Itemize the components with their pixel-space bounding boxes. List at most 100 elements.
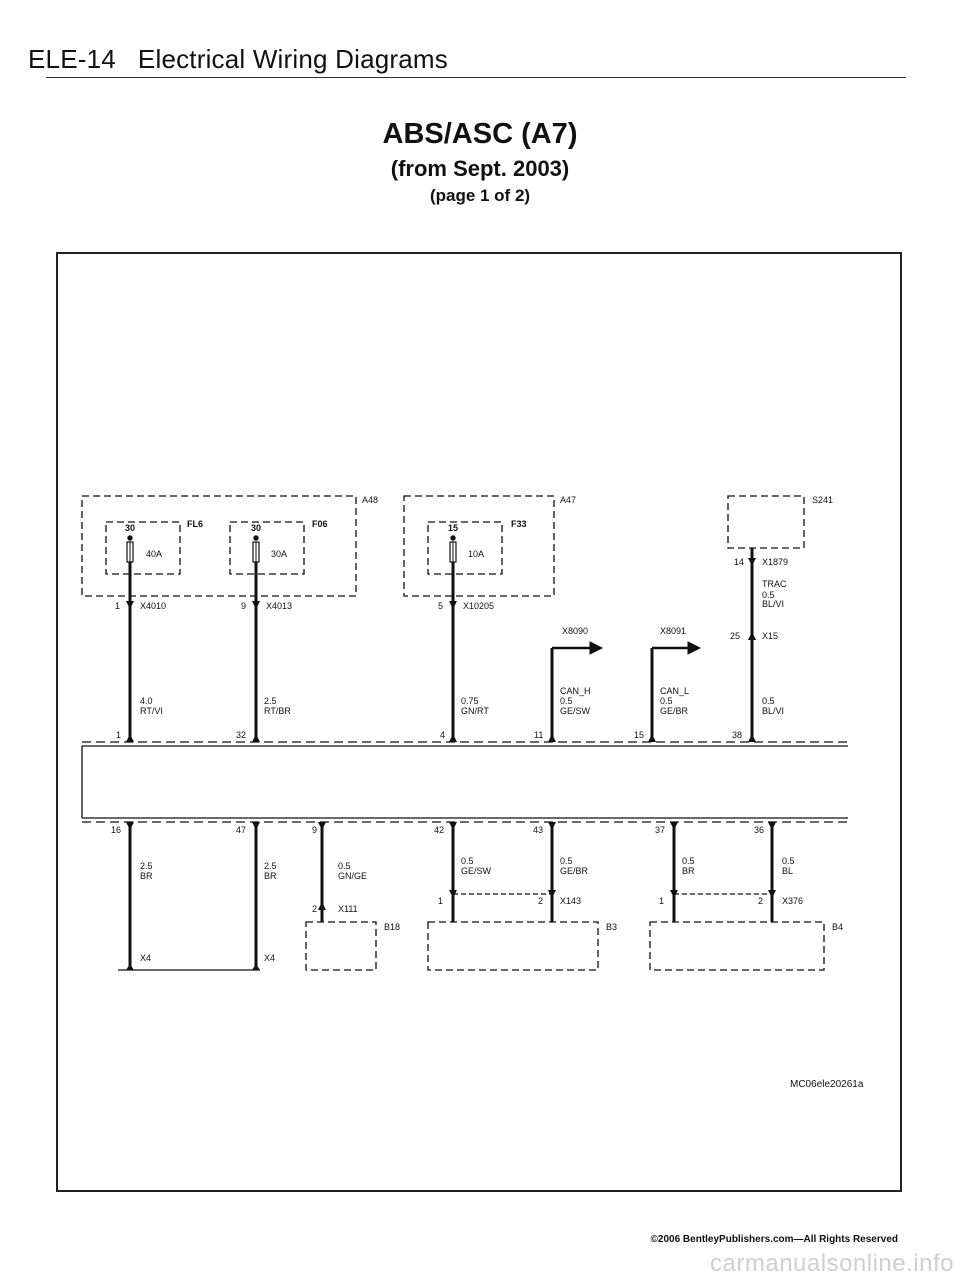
module-pin-1: 1 [116,730,121,740]
wire-47-color: BR [264,871,277,881]
f06-rating: 30A [271,549,287,559]
x8091-arrow-head [687,641,702,655]
module-pin-43: 43 [533,825,543,835]
wire-37-gauge: 0.5 [682,856,695,866]
f06-label: F06 [312,519,328,529]
wire-36-gauge: 0.5 [782,856,795,866]
x15-pin: 25 [730,631,740,641]
s241-label: S241 [812,495,833,505]
module-pin-11: 11 [534,730,543,740]
x143-label: X143 [560,896,581,906]
x111-label: X111 [338,904,358,914]
copyright-footer: ©2006 BentleyPublishers.com—All Rights R… [650,1234,898,1245]
x4013-label: X4013 [266,601,292,611]
f33-box [427,521,503,575]
wire-37-color: BR [682,866,695,876]
wire-11-signal: CAN_H [560,686,591,696]
wire-1-gauge: 4.0 [140,696,153,706]
module-pin-36: 36 [754,825,764,835]
x4013-pin: 9 [241,601,246,611]
x1879-label: X1879 [762,557,788,567]
wire-15-color: GE/BR [660,706,689,716]
module-pin-42: 42 [434,825,444,835]
x4-right-label: X4 [264,953,275,963]
f33-label: F33 [511,519,527,529]
wire-47-gauge: 2.5 [264,861,277,871]
trac-gauge: 0.5 [762,590,775,600]
wire-38-gauge: 0.5 [762,696,775,706]
module-pin-15: 15 [634,730,644,740]
b4-box [649,921,825,971]
trac-label: TRAC [762,579,787,589]
x376-pin-1: 1 [659,896,664,906]
b3-label: B3 [606,922,617,932]
a47-label: A47 [560,495,576,505]
x143-pin-2: 2 [538,896,543,906]
wire-9-gauge: 0.5 [338,861,351,871]
x4010-label: X4010 [140,601,166,611]
f06-terminal: 30 [251,523,261,533]
diagram-page-indicator: (page 1 of 2) [429,186,531,205]
module-pin-37: 37 [655,825,665,835]
fl6-rating: 40A [146,549,162,559]
wire-42-color: GE/SW [461,866,492,876]
x111-pin: 2 [312,904,317,914]
x10205-pin: 5 [438,601,443,611]
module-pin-9: 9 [312,825,317,835]
s241-box [727,495,805,549]
b18-box [305,921,377,971]
f06-fuse-symbol [252,535,260,563]
page-header: ELE-14 Electrical Wiring Diagrams [28,44,448,75]
wire-9-color: GN/GE [338,871,367,881]
wire-15-signal: CAN_L [660,686,689,696]
wire-16-gauge: 2.5 [140,861,153,871]
wire-4-color: GN/RT [461,706,489,716]
wire-15-gauge: 0.5 [660,696,673,706]
section-number: ELE-14 [28,44,116,74]
wire-43-gauge: 0.5 [560,856,573,866]
wire-4-gauge: 0.75 [461,696,479,706]
fl6-box [105,521,181,575]
f33-rating: 10A [468,549,484,559]
diagram-subtitle: (from Sept. 2003) [390,156,570,181]
wire-1-color: RT/VI [140,706,163,716]
f06-box [229,521,305,575]
f33-terminal: 15 [448,523,458,533]
module-pin-4: 4 [440,730,445,740]
a48-box [81,495,357,597]
watermark: carmanualsonline.info [710,1250,954,1277]
x1879-pin: 14 [734,557,744,567]
module-pin-16: 16 [111,825,121,835]
b3-box [427,921,599,971]
x15-label: X15 [762,631,778,641]
wire-16-color: BR [140,871,153,881]
x10205-label: X10205 [463,601,494,611]
diagram-title: ABS/ASC (A7) [382,118,578,150]
x4010-pin: 1 [115,601,120,611]
wire-36-color: BL [782,866,793,876]
section-title: Electrical Wiring Diagrams [137,44,448,74]
wire-32-color: RT/BR [264,706,291,716]
fl6-label: FL6 [187,519,203,529]
module-pin-32: 32 [236,730,246,740]
fl6-fuse-symbol [126,535,134,563]
f33-fuse-symbol [449,535,457,563]
b4-label: B4 [832,922,843,932]
b18-label: B18 [384,922,400,932]
x376-label: X376 [782,896,803,906]
diagram-frame [56,252,902,1192]
a47-box [403,495,555,597]
wire-32-gauge: 2.5 [264,696,277,706]
wire-11-color: GE/SW [560,706,591,716]
a48-label: A48 [362,495,378,505]
x376-pin-2: 2 [758,896,763,906]
x8090-arrow-head [589,641,604,655]
wire-43-color: GE/BR [560,866,589,876]
fl6-terminal: 30 [125,523,135,533]
trac-color: BL/VI [762,599,784,609]
wire-42-gauge: 0.5 [461,856,474,866]
header-rule [46,77,906,78]
wire-11-gauge: 0.5 [560,696,573,706]
module-pin-38: 38 [732,730,742,740]
